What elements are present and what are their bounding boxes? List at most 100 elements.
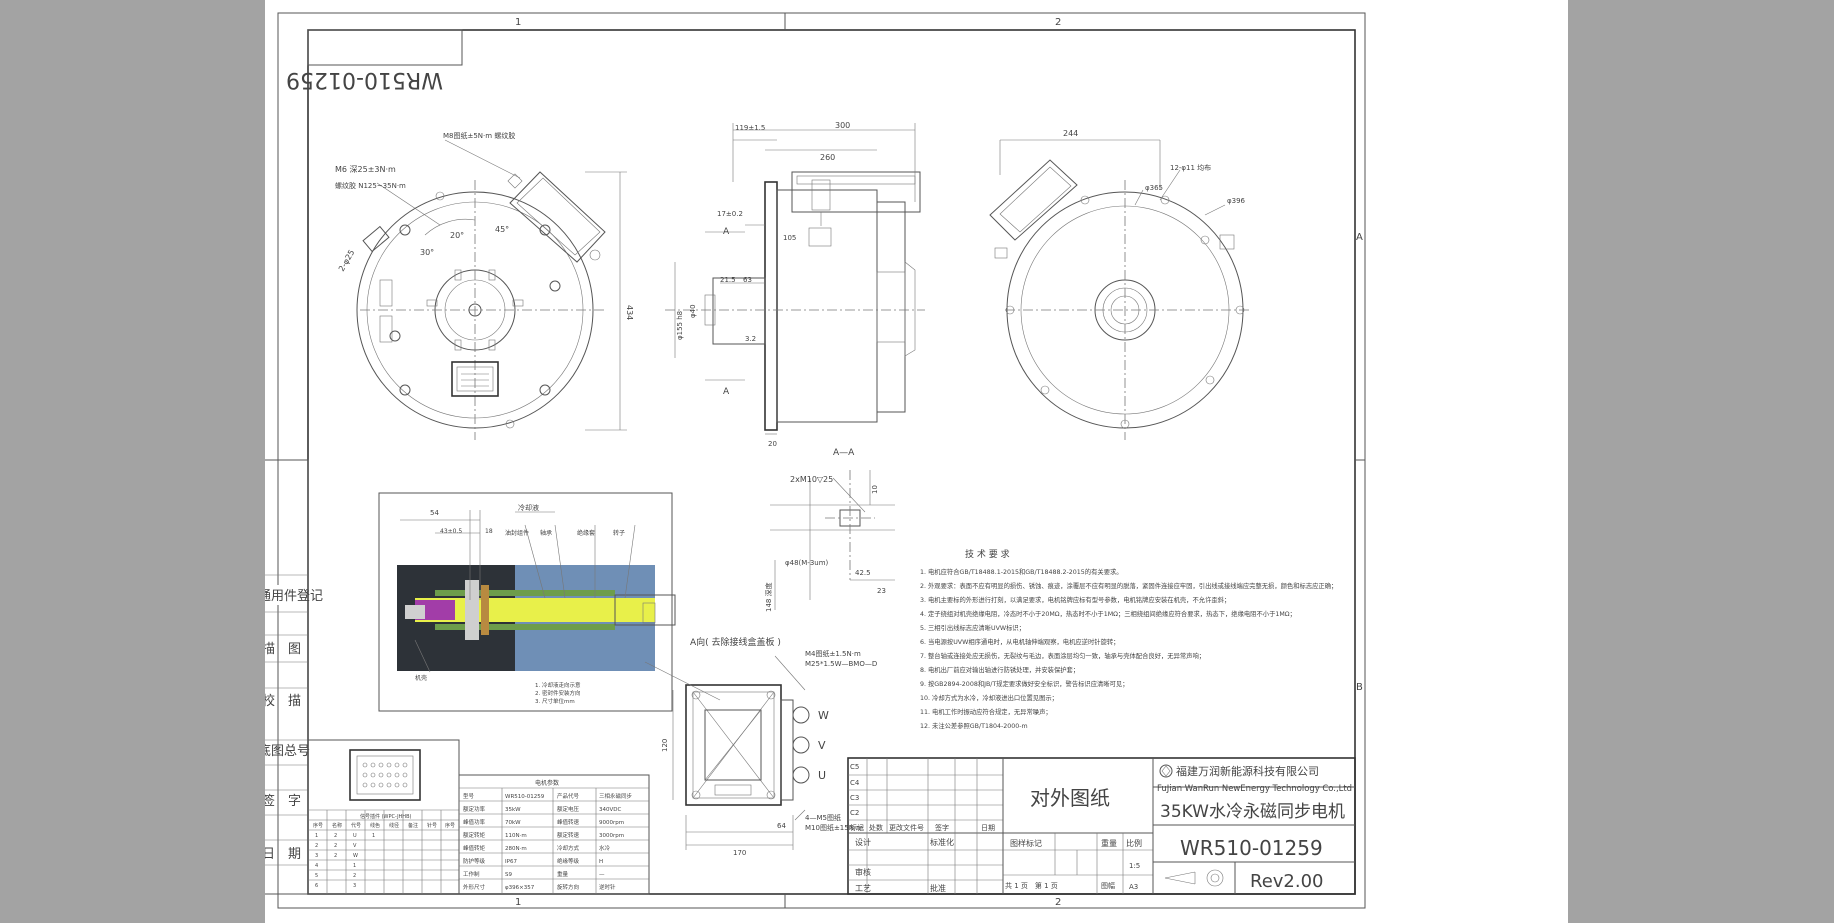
detail-dim-48: φ48(M-3um): [785, 559, 829, 567]
connector-header: 名称: [332, 822, 342, 829]
connector-cell: 4: [315, 863, 318, 869]
drawing-number: WR510-01259: [1180, 836, 1323, 860]
scale-label: 比例: [1126, 838, 1142, 848]
sign-approve: 批准: [930, 883, 946, 893]
side-section-a-bottom: A: [723, 387, 730, 397]
back-dim-holes: 12-φ11 均布: [1170, 163, 1211, 172]
back-dim-365: φ365: [1145, 184, 1163, 192]
front-label-hole: 2-φ25: [337, 248, 357, 273]
params-cell: 额定功率: [463, 805, 486, 813]
front-angle-20: 20°: [450, 231, 464, 240]
connector-header: 备注: [408, 822, 418, 829]
connector-cell: V: [353, 843, 357, 849]
mirrored-number-box: [307, 29, 463, 66]
left-label-old-number: 旧底图总号: [265, 743, 310, 759]
format-value: A3: [1129, 883, 1138, 891]
params-cell: 防护等级: [463, 857, 486, 865]
connector-cell: 2: [334, 833, 337, 839]
params-cell: 冷却方式: [557, 844, 580, 852]
params-cell: 额定电压: [557, 805, 580, 813]
rev-col-date: 日期: [981, 824, 995, 832]
tech-req-title: 技 术 要 求: [965, 548, 1010, 560]
side-dim-260: 260: [820, 153, 835, 162]
section-label-cooling: 冷却液: [518, 503, 539, 512]
connector-header: 线色: [370, 822, 380, 829]
junction-dim-170: 170: [733, 849, 746, 857]
grid-top-1: 1: [515, 17, 521, 28]
params-cell: 280N·m: [505, 846, 527, 852]
side-dim-155: φ155 h8: [676, 311, 684, 340]
back-view: [989, 139, 1250, 440]
detail-label: 2xM10▽25: [790, 475, 833, 484]
params-cell: 9000rpm: [599, 820, 624, 826]
connector-cell: 1: [372, 833, 375, 839]
title-mark-c4: C4: [850, 779, 860, 787]
tech-req-item: 3. 电机主要标的外形进行打刻，以满足要求，电机铭牌应标有型号参数，电机铭牌应安…: [920, 595, 1230, 604]
junction-box-view: [644, 655, 810, 850]
junction-dim-64: 64: [777, 822, 786, 830]
detail-dim-10: 10: [871, 485, 879, 494]
title-mark-c3: C3: [850, 794, 859, 802]
params-cell: 70kW: [505, 820, 521, 826]
params-cell: 额定转速: [557, 831, 580, 839]
junction-dim-120: 120: [661, 739, 669, 752]
params-cell: IP67: [505, 859, 517, 865]
side-dim-215: 21.5: [720, 276, 736, 284]
format-label: 图幅: [1101, 881, 1115, 890]
side-roughness: 3.2: [745, 335, 756, 343]
connector-cell: 3: [315, 853, 318, 859]
connector-cell: 2: [334, 843, 337, 849]
rev-col-doc: 更改文件号: [889, 823, 924, 832]
grid-right-a: A: [1356, 232, 1363, 243]
drawing-sheet: 1 2 1 2 A B WR510-01259 借通用件登记 描 图 校 描 旧…: [265, 0, 1568, 923]
params-title: 电机参数: [535, 779, 559, 787]
section-dim-43: 43±0.5: [440, 528, 462, 535]
rev-col-count: 处数: [869, 823, 883, 832]
params-cell: WR510-01259: [505, 794, 545, 800]
junction-label-2: M25*1.5W—BMO—D: [805, 660, 877, 668]
section-dim-54: 54: [430, 509, 439, 517]
params-cell: —: [599, 872, 605, 878]
left-label-sign: 签 字: [265, 793, 301, 809]
side-dim-17: 17±0.2: [717, 210, 743, 218]
junction-label-3: 4—M5图纸: [805, 813, 841, 822]
left-label-trace: 描 图: [265, 642, 301, 657]
front-label-bolt2: 螺纹胶 N125~35N·m: [335, 181, 406, 190]
sign-review: 审核: [855, 867, 871, 877]
connector-cell: U: [353, 833, 357, 839]
detail-dim-42: 42.5: [855, 569, 871, 577]
params-cell: 三相永磁同步: [599, 792, 633, 800]
tech-req-item: 6. 当电源按UVW相序通电时，从电机轴伸端观察，电机应逆时针旋转；: [920, 637, 1119, 646]
tech-req-item: 7. 整台轴或连接处应无损伤，无裂纹与毛边，表面涂层均匀一致，轴承与壳体配合良好…: [920, 651, 1205, 660]
connector-cell: W: [353, 853, 358, 859]
params-cell: S9: [505, 872, 512, 878]
side-section-aa: A—A: [833, 448, 855, 458]
front-angle-30: 30°: [420, 248, 434, 257]
params-cell: 峰值转矩: [463, 844, 486, 852]
tech-req-item: 1. 电机应符合GB/T18488.1-2015和GB/T18488.2-201…: [920, 567, 1123, 576]
front-label-top: M8图纸±5N·m 螺纹胶: [443, 131, 515, 140]
params-cell: 逆时针: [599, 883, 616, 891]
left-label-check: 校 描: [265, 693, 301, 709]
section-label-2: 绝缘套: [577, 529, 595, 537]
grid-top-2: 2: [1055, 17, 1061, 28]
params-cell: H: [599, 859, 603, 865]
front-dim-height: 434: [625, 305, 634, 320]
front-label-bolt: M6 深25±3N·m: [335, 165, 396, 174]
title-block: [847, 757, 1356, 895]
side-view: [665, 123, 925, 435]
connector-cell: 1: [353, 863, 356, 869]
scale-value: 1:5: [1129, 862, 1140, 870]
junction-label-1: M4图纸±1.5N·m: [805, 649, 861, 658]
side-dim-40: φ40: [689, 304, 697, 318]
params-cell: 110N·m: [505, 833, 527, 839]
stage-label: 图样标记: [1010, 838, 1042, 848]
sheet-label: 共 1 页 第 1 页: [1005, 881, 1058, 890]
section-label-0: 油封组件: [505, 529, 529, 537]
params-cell: 340VDC: [599, 807, 621, 813]
junction-label-4: M10图纸±15N·m: [805, 823, 863, 832]
section-note-0: 1. 冷却液走向示意: [535, 681, 581, 689]
grid-bottom-1: 1: [515, 897, 521, 908]
company-name-cn: 福建万润新能源科技有限公司: [1176, 764, 1319, 778]
params-cell: 35kW: [505, 807, 521, 813]
